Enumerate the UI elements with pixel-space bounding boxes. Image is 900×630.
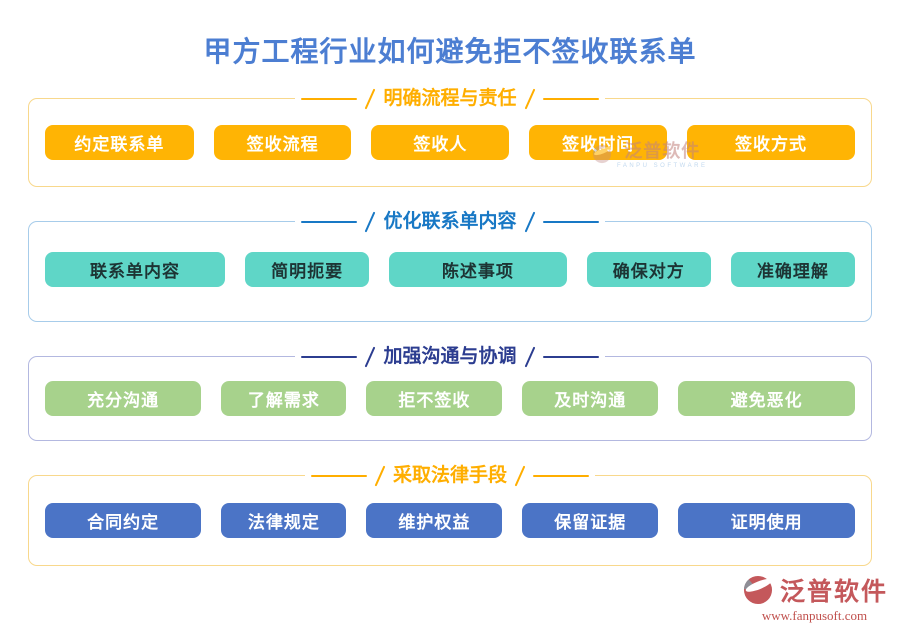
section-heading: 优化联系单内容 — [295, 209, 605, 235]
topic-pill: 了解需求 — [221, 381, 347, 416]
brand-name: 泛普软件 — [779, 578, 888, 606]
watermark-subtext: FANPU SOFTWARE — [617, 163, 708, 169]
topic-pill: 法律规定 — [221, 503, 347, 538]
topic-pill: 充分沟通 — [45, 381, 202, 416]
slash-icon — [524, 88, 535, 110]
slash-icon — [524, 346, 535, 368]
topic-pill: 约定联系单 — [45, 125, 194, 160]
divider-line — [542, 221, 599, 223]
topic-pill: 陈述事项 — [389, 252, 567, 287]
topic-row: 约定联系单 签收流程 签收人 签收时间 签收方式 — [29, 125, 871, 160]
section-heading: 明确流程与责任 — [295, 86, 605, 112]
section-strengthen-communication: 加强沟通与协调 充分沟通 了解需求 拒不签收 及时沟通 避免恶化 — [28, 344, 872, 441]
slash-icon — [374, 465, 386, 487]
section-clarify-process: 明确流程与责任 约定联系单 签收流程 签收人 签收时间 签收方式 泛普软件 FA… — [28, 86, 872, 187]
slash-icon — [365, 211, 376, 233]
section-legal-measures: 采取法律手段 合同约定 法律规定 维护权益 保留证据 证明使用 — [28, 463, 872, 566]
topic-pill: 及时沟通 — [522, 381, 659, 416]
brand-url: www.fanpusoft.com — [761, 608, 868, 623]
topic-pill: 准确理解 — [730, 252, 856, 287]
section-optimize-content: 优化联系单内容 联系单内容 简明扼要 陈述事项 确保对方 准确理解 — [28, 209, 872, 322]
fanpu-logo-icon — [743, 575, 773, 605]
section-box: 约定联系单 签收流程 签收人 签收时间 签收方式 泛普软件 FANPU SOFT… — [28, 98, 872, 187]
section-heading: 加强沟通与协调 — [295, 344, 605, 370]
topic-pill: 维护权益 — [366, 503, 503, 538]
slash-icon — [524, 211, 535, 233]
section-heading: 采取法律手段 — [304, 463, 595, 489]
divider-line — [301, 221, 358, 223]
slash-icon — [365, 88, 376, 110]
topic-row: 联系单内容 简明扼要 陈述事项 确保对方 准确理解 — [29, 252, 871, 287]
topic-row: 充分沟通 了解需求 拒不签收 及时沟通 避免恶化 — [29, 381, 871, 416]
divider-line — [301, 98, 358, 100]
topic-pill: 保留证据 — [522, 503, 659, 538]
topic-pill: 签收方式 — [686, 125, 855, 160]
topic-pill: 证明使用 — [678, 503, 855, 538]
divider-line — [542, 356, 599, 358]
topic-row: 合同约定 法律规定 维护权益 保留证据 证明使用 — [29, 503, 871, 538]
section-box: 合同约定 法律规定 维护权益 保留证据 证明使用 — [28, 475, 872, 566]
section-title: 加强沟通与协调 — [383, 346, 517, 367]
divider-line — [542, 98, 599, 100]
topic-pill: 签收流程 — [213, 125, 352, 160]
topic-pill: 避免恶化 — [678, 381, 855, 416]
section-title: 采取法律手段 — [392, 465, 507, 486]
divider-line — [301, 356, 358, 358]
topic-pill: 签收时间 — [529, 125, 667, 160]
slash-icon — [514, 465, 526, 487]
page-title: 甲方工程行业如何避免拒不签收联系单 — [203, 36, 697, 67]
topic-pill: 拒不签收 — [366, 381, 503, 416]
topic-pill: 简明扼要 — [245, 252, 370, 287]
section-box: 充分沟通 了解需求 拒不签收 及时沟通 避免恶化 — [28, 356, 872, 441]
topic-pill: 签收人 — [371, 125, 510, 160]
section-title: 优化联系单内容 — [383, 211, 517, 232]
section-title: 明确流程与责任 — [383, 88, 517, 109]
section-box: 联系单内容 简明扼要 陈述事项 确保对方 准确理解 — [28, 221, 872, 322]
divider-line — [533, 475, 589, 477]
topic-pill: 联系单内容 — [45, 252, 226, 287]
topic-pill: 确保对方 — [586, 252, 711, 287]
brand-logo: 泛普软件 www.fanpusoft.com — [741, 572, 888, 624]
slash-icon — [365, 346, 376, 368]
topic-pill: 合同约定 — [45, 503, 202, 538]
divider-line — [310, 475, 367, 477]
